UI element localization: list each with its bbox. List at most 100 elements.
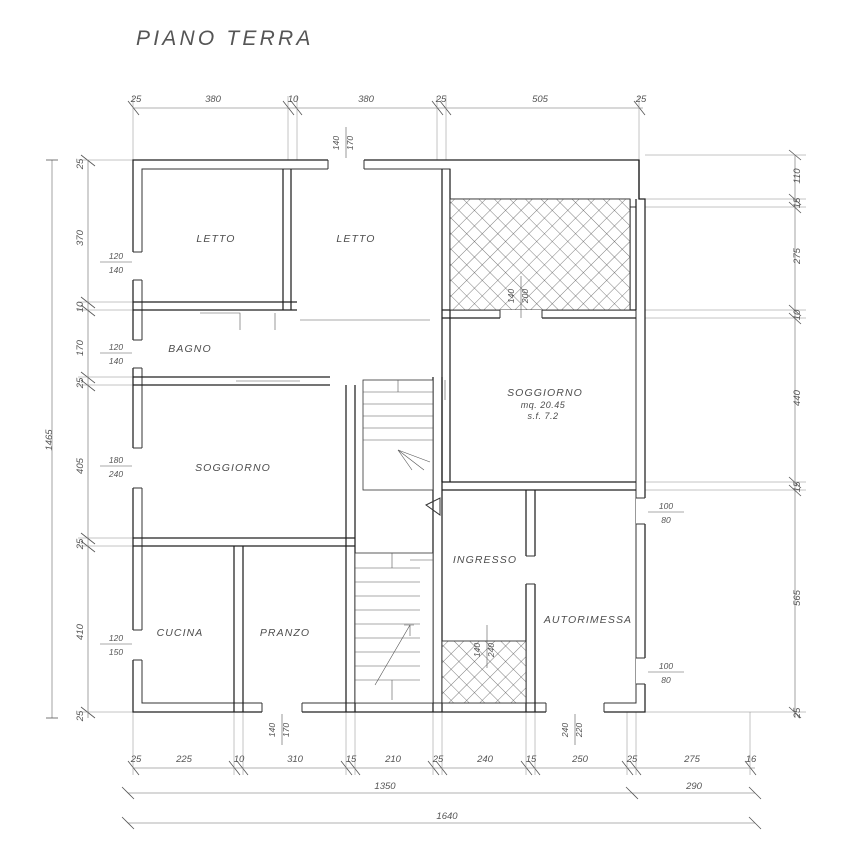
internal-partitions	[200, 312, 446, 516]
bottom-partial-dimensions: 1350 290	[121, 781, 762, 800]
top-dim-0: 25	[130, 94, 142, 105]
opening-w-cucina-height: 150	[109, 647, 123, 657]
opening-d-top-height: 170	[345, 136, 355, 150]
opening-d-terrace-top-width: 140	[506, 289, 516, 303]
soggiorno-right-area: mq. 20.45	[521, 400, 566, 410]
bottom-dim-0: 25	[130, 754, 142, 765]
opening-d-garage-width: 240	[560, 723, 570, 738]
opening-d-terrace-bot-height: 240	[486, 643, 496, 658]
top-dim-6: 25	[635, 94, 647, 105]
right-dim-6: 565	[792, 589, 803, 606]
door-garage-opening	[545, 702, 605, 713]
bottom-dim-7: 240	[476, 754, 494, 765]
window-cucina-opening	[132, 629, 143, 661]
bottom-dim-2: 10	[234, 754, 245, 765]
left-dim-2: 10	[75, 301, 86, 312]
opening-w-cucina: 120 150	[100, 633, 134, 657]
window-ingresso-opening	[636, 497, 646, 525]
door-ingresso-opening	[525, 555, 536, 585]
opening-w-sogg: 180 240	[100, 455, 134, 479]
opening-d-terrace-bot: 140 240	[472, 625, 496, 668]
opening-d-terrace-top: 140 200	[506, 276, 530, 318]
window-autorimessa-opening	[636, 657, 646, 685]
bottom-dim-9: 250	[571, 754, 589, 765]
left-overall-dimension: 1465	[44, 159, 58, 719]
opening-d-top-width: 140	[331, 136, 341, 150]
door-top-opening	[327, 159, 365, 170]
left-dim-3: 170	[75, 339, 86, 356]
opening-w-bagno-height: 140	[109, 356, 123, 366]
left-dim-5: 405	[75, 457, 86, 474]
bottom-dim-4: 15	[346, 754, 357, 765]
window-bagno-opening	[132, 339, 143, 369]
opening-w-cucina-width: 120	[109, 633, 123, 643]
staircase-lower	[354, 552, 434, 704]
bottom-partial-b-value: 290	[685, 781, 703, 792]
bottom-dim-10: 25	[626, 754, 638, 765]
bottom-partial-a-value: 1350	[374, 781, 396, 792]
bottom-dim-8: 15	[526, 754, 537, 765]
opening-d-garage: 240 220	[560, 714, 584, 745]
room-label-letto-2: LETTO	[336, 233, 375, 245]
bottom-dim-11: 275	[683, 754, 701, 765]
bottom-overall-dimension: 1640	[121, 811, 762, 830]
right-opening-annotations: 100 80 100 80	[648, 501, 684, 685]
left-opening-annotations: 120 140 120 140 180 240 120 150	[100, 251, 134, 657]
vertical-opening-annotations: 140 170 140 170 240 220 140 200 140 240	[267, 127, 584, 745]
door-bottom-opening	[261, 702, 303, 713]
left-dim-0: 25	[75, 158, 86, 170]
room-label-ingresso: INGRESSO	[453, 554, 517, 566]
right-dim-7: 25	[792, 707, 803, 719]
staircase-upper	[362, 379, 434, 491]
bottom-dim-6: 25	[432, 754, 444, 765]
room-label-autorimessa: AUTORIMESSA	[543, 614, 632, 626]
opening-w-letto1: 120 140	[100, 251, 134, 275]
opening-d-bottom-width: 140	[267, 723, 277, 737]
left-overall-value: 1465	[44, 429, 55, 451]
opening-d-bottom-height: 170	[281, 723, 291, 737]
room-label-letto-1: LETTO	[196, 233, 235, 245]
opening-w-letto1-width: 120	[109, 251, 123, 261]
opening-w-autorim-width: 100	[659, 661, 673, 671]
opening-w-ingresso-width: 100	[659, 501, 673, 511]
left-dim-4: 25	[75, 377, 86, 389]
top-dim-3: 380	[358, 94, 375, 105]
opening-d-bottom: 140 170	[267, 714, 291, 745]
left-dim-8: 25	[75, 710, 86, 722]
right-dim-2: 275	[792, 247, 803, 265]
room-label-cucina: CUCINA	[157, 627, 204, 639]
right-dim-4: 440	[792, 389, 803, 406]
room-labels: LETTO LETTO BAGNO SOGGIORNO CUCINA PRANZ…	[157, 233, 632, 639]
terrace-upper	[449, 198, 631, 311]
opening-w-ingresso-height: 80	[661, 515, 671, 525]
page-title: PIANO TERRA	[136, 27, 314, 50]
opening-d-terrace-top-height: 200	[520, 289, 530, 304]
right-dimension-chain: 110 15 275 10 440 15 565 25	[645, 149, 806, 719]
opening-w-ingresso: 100 80	[648, 501, 684, 525]
opening-w-letto1-height: 140	[109, 265, 123, 275]
soggiorno-right-sf: s.f. 7.2	[527, 411, 558, 421]
opening-w-sogg-width: 180	[109, 455, 123, 465]
window-soggiorno-opening	[132, 447, 143, 489]
opening-d-terrace-bot-width: 140	[472, 643, 482, 657]
opening-w-autorim: 100 80	[648, 661, 684, 685]
right-dim-0: 110	[792, 168, 803, 184]
left-dimension-chain: 25 370 10 170 25 405 25 410 25	[75, 154, 135, 722]
room-label-pranzo: PRANZO	[260, 627, 310, 639]
right-dim-3: 10	[792, 309, 803, 320]
opening-d-top: 140 170	[331, 127, 355, 158]
opening-d-garage-height: 220	[574, 723, 584, 738]
bottom-overall-value: 1640	[436, 811, 458, 822]
top-dimension-chain: 25 380 10 380 25 505 25	[127, 94, 647, 160]
top-dim-1: 380	[205, 94, 222, 105]
room-label-soggiorno-1: SOGGIORNO	[195, 462, 271, 474]
top-dim-5: 505	[532, 94, 549, 105]
left-dim-6: 25	[75, 538, 86, 550]
bottom-dim-1: 225	[175, 754, 193, 765]
top-dim-4: 25	[435, 94, 447, 105]
right-dim-1: 15	[792, 197, 803, 208]
left-dim-1: 370	[75, 229, 86, 246]
right-dim-5: 15	[792, 481, 803, 492]
room-label-soggiorno-right: SOGGIORNO	[507, 387, 583, 399]
